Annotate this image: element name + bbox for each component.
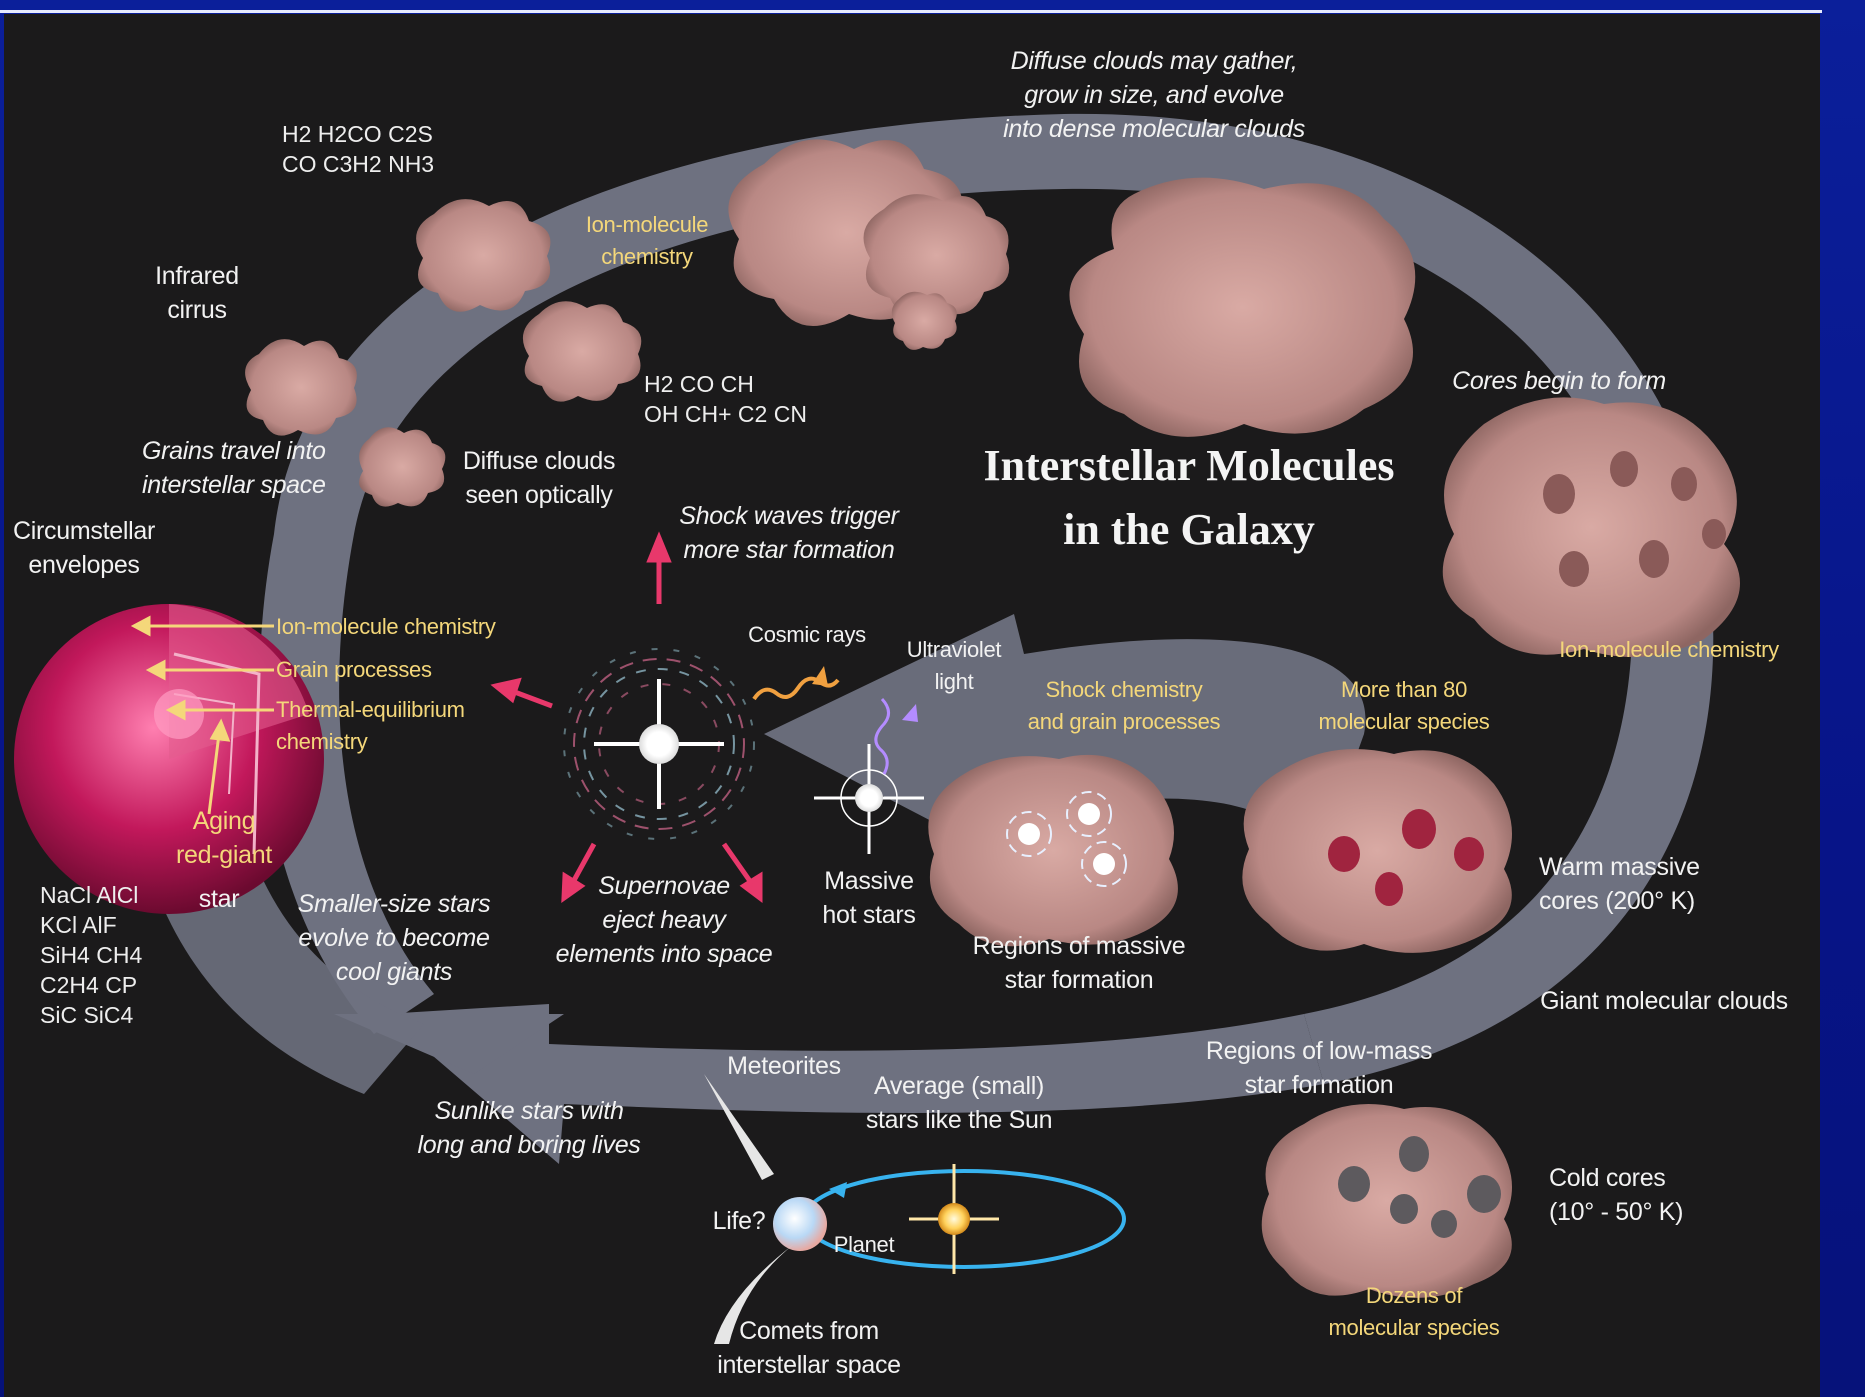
label-aging-star: Aging red-giant [159, 804, 289, 872]
label-cores-begin: Cores begin to form [1434, 364, 1684, 398]
label-meteorites: Meteorites [719, 1049, 849, 1083]
label-average-stars: Average (small) stars like the Sun [849, 1069, 1069, 1137]
label-env-thermal: Thermal-equilibrium chemistry [276, 694, 516, 758]
molecules-left-row-5: SiC SiC4 [40, 1000, 142, 1030]
molecules-top-row-1: H2 H2CO C2S [282, 119, 434, 149]
label-regions-massive: Regions of massive star formation [959, 929, 1199, 997]
molecules-top-row-2: CO C3H2 NH3 [282, 149, 434, 179]
label-supernovae: Supernovae eject heavy elements into spa… [544, 869, 784, 971]
label-ion-molecule-right: Ion-molecule chemistry [1544, 634, 1794, 666]
label-comets: Comets from interstellar space [704, 1314, 914, 1382]
label-star-word: star [189, 882, 249, 916]
molecules-left: NaCl AlCl KCl AlF SiH4 CH4 C2H4 CP SiC S… [40, 880, 142, 1030]
top-rule [0, 10, 1822, 13]
supernova [564, 649, 754, 839]
label-ultraviolet: Ultraviolet light [884, 634, 1024, 698]
cosmic-ray-arrowhead [812, 666, 828, 686]
supernova-arrows [496, 538, 760, 898]
molecules-middle: H2 CO CH OH CH+ C2 CN [644, 369, 807, 429]
label-env-grain: Grain processes [276, 654, 476, 686]
label-shock-chemistry: Shock chemistry and grain processes [1014, 674, 1234, 738]
label-sunlike: Sunlike stars with long and boring lives [404, 1094, 654, 1162]
label-planet: Planet [824, 1229, 904, 1261]
diagram-title: Interstellar Molecules in the Galaxy [949, 434, 1429, 562]
label-smaller-stars: Smaller-size stars evolve to become cool… [274, 887, 514, 989]
label-shock-waves: Shock waves trigger more star formation [654, 499, 924, 567]
label-cosmic-rays: Cosmic rays [732, 619, 882, 651]
label-ion-molecule-top: Ion-molecule chemistry [572, 209, 722, 273]
label-diffuse-optical: Diffuse clouds seen optically [444, 444, 634, 512]
cloud-small-4 [523, 301, 641, 401]
molecules-left-row-4: C2H4 CP [40, 970, 142, 1000]
label-grains-travel: Grains travel into interstellar space [142, 434, 402, 502]
label-infrared-cirrus: Infrared cirrus [132, 259, 262, 327]
molecules-middle-row-2: OH CH+ C2 CN [644, 399, 807, 429]
cloud-large-top-right [1069, 178, 1415, 437]
label-diffuse-gather: Diffuse clouds may gather, grow in size,… [964, 44, 1344, 146]
label-regions-low: Regions of low-mass star formation [1184, 1034, 1454, 1102]
molecules-middle-row-1: H2 CO CH [644, 369, 807, 399]
cloud-cores-forming [1443, 397, 1740, 657]
label-dozens: Dozens of molecular species [1314, 1280, 1514, 1344]
diagram-panel: Interstellar Molecules in the Galaxy Dif… [4, 14, 1820, 1397]
label-env-ion: Ion-molecule chemistry [276, 611, 516, 643]
label-massive-hot: Massive hot stars [804, 864, 934, 932]
molecules-left-row-3: SiH4 CH4 [40, 940, 142, 970]
label-more-than-80: More than 80 molecular species [1304, 674, 1504, 738]
label-circumstellar: Circumstellar envelopes [4, 514, 164, 582]
label-cold-cores: Cold cores (10° - 50° K) [1549, 1161, 1719, 1229]
molecules-left-row-2: KCl AlF [40, 910, 142, 940]
molecules-top: H2 H2CO C2S CO C3H2 NH3 [282, 119, 434, 179]
label-warm-cores: Warm massive cores (200° K) [1539, 850, 1739, 918]
label-life: Life? [704, 1204, 774, 1238]
molecules-left-row-1: NaCl AlCl [40, 880, 142, 910]
cloud-regions-massive [928, 755, 1178, 946]
label-giant-clouds: Giant molecular clouds [1529, 984, 1799, 1018]
